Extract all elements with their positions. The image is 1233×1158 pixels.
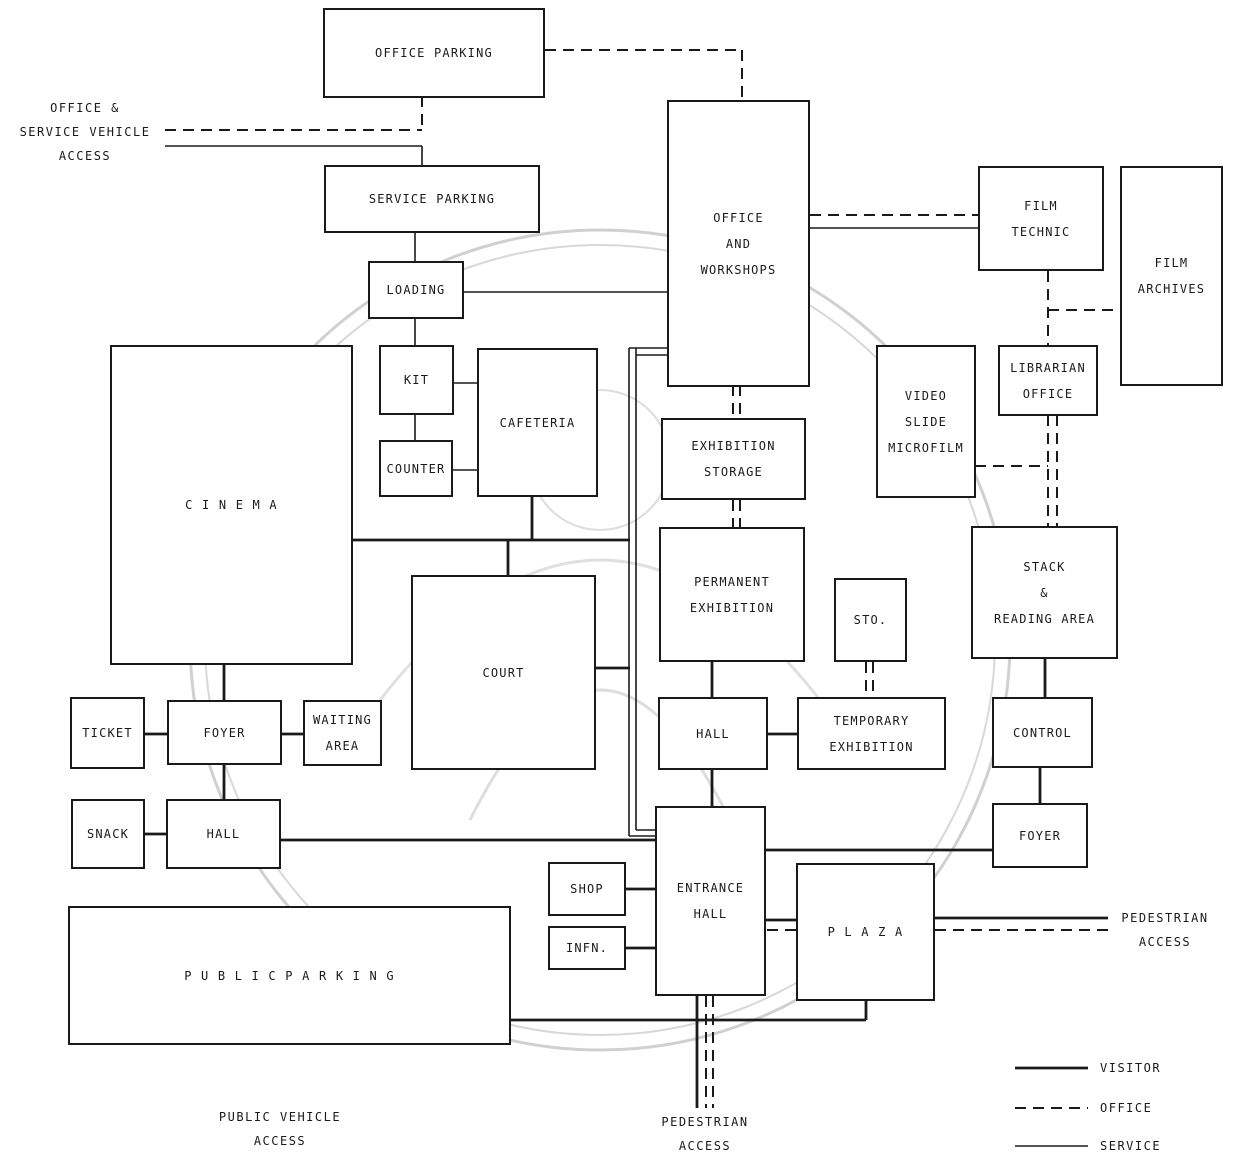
film-technic-label: FILM TECHNIC (1012, 193, 1071, 245)
office-parking-label: OFFICE PARKING (375, 40, 493, 66)
snack-box: SNACK (71, 799, 145, 869)
sto-label: STO. (854, 607, 888, 633)
court-label: COURT (482, 660, 524, 686)
counter-box: COUNTER (379, 440, 453, 497)
temporary-exhibition-label: TEMPORARY EXHIBITION (829, 708, 913, 760)
foyer-cinema-box: FOYER (167, 700, 282, 765)
cinema-box: C I N E M A (110, 345, 353, 665)
permanent-exhibition-box: PERMANENT EXHIBITION (659, 527, 805, 662)
pedestrian-access-right-label: PEDESTRIAN ACCESS (1100, 906, 1230, 954)
film-technic-box: FILM TECHNIC (978, 166, 1104, 271)
legend-visitor-label: VISITOR (1100, 1056, 1190, 1080)
kit-label: KIT (404, 367, 429, 393)
foyer-library-label: FOYER (1019, 823, 1061, 849)
entrance-hall-label: ENTRANCE HALL (677, 875, 744, 927)
ticket-label: TICKET (82, 720, 133, 746)
service-parking-box: SERVICE PARKING (324, 165, 540, 233)
plaza-label: P L A Z A (828, 919, 904, 945)
librarian-office-box: LIBRARIAN OFFICE (998, 345, 1098, 416)
snack-label: SNACK (87, 821, 129, 847)
exhibition-storage-label: EXHIBITION STORAGE (691, 433, 775, 485)
permanent-exhibition-label: PERMANENT EXHIBITION (690, 569, 774, 621)
office-workshops-box: OFFICE AND WORKSHOPS (667, 100, 810, 387)
librarian-office-label: LIBRARIAN OFFICE (1010, 355, 1086, 407)
sto-box: STO. (834, 578, 907, 662)
film-archives-label: FILM ARCHIVES (1138, 250, 1205, 302)
infn-label: INFN. (566, 935, 608, 961)
foyer-library-box: FOYER (992, 803, 1088, 868)
service-parking-label: SERVICE PARKING (369, 186, 495, 212)
cafeteria-label: CAFETERIA (500, 410, 576, 436)
hall-cinema-box: HALL (166, 799, 281, 869)
legend-office-label: OFFICE (1100, 1096, 1190, 1120)
loading-box: LOADING (368, 261, 464, 319)
kit-box: KIT (379, 345, 454, 415)
loading-label: LOADING (387, 277, 446, 303)
office-workshops-label: OFFICE AND WORKSHOPS (701, 205, 777, 283)
shop-label: SHOP (570, 876, 604, 902)
hall-exhibition-label: HALL (696, 721, 730, 747)
shop-box: SHOP (548, 862, 626, 916)
exhibition-storage-box: EXHIBITION STORAGE (661, 418, 806, 500)
counter-label: COUNTER (387, 456, 446, 482)
video-slide-label: VIDEO SLIDE MICROFILM (888, 383, 964, 461)
cinema-label: C I N E M A (185, 492, 278, 518)
waiting-area-label: WAITING AREA (313, 707, 372, 759)
court-box: COURT (411, 575, 596, 770)
plaza-box: P L A Z A (796, 863, 935, 1001)
public-parking-box: P U B L I C P A R K I N G (68, 906, 511, 1045)
film-archives-box: FILM ARCHIVES (1120, 166, 1223, 386)
stack-reading-box: STACK & READING AREA (971, 526, 1118, 659)
public-parking-label: P U B L I C P A R K I N G (184, 963, 395, 989)
entrance-hall-box: ENTRANCE HALL (655, 806, 766, 996)
pedestrian-access-bottom-label: PEDESTRIAN ACCESS (630, 1110, 780, 1158)
infn-box: INFN. (548, 926, 626, 970)
office-service-access-label: OFFICE & SERVICE VEHICLE ACCESS (0, 96, 170, 168)
office-parking-box: OFFICE PARKING (323, 8, 545, 98)
waiting-area-box: WAITING AREA (303, 700, 382, 766)
cafeteria-box: CAFETERIA (477, 348, 598, 497)
control-box: CONTROL (992, 697, 1093, 768)
public-vehicle-access-label: PUBLIC VEHICLE ACCESS (180, 1105, 380, 1153)
hall-cinema-label: HALL (207, 821, 241, 847)
hall-exhibition-box: HALL (658, 697, 768, 770)
control-label: CONTROL (1013, 720, 1072, 746)
foyer-cinema-label: FOYER (203, 720, 245, 746)
ticket-box: TICKET (70, 697, 145, 769)
legend-service-label: SERVICE (1100, 1134, 1190, 1158)
video-slide-box: VIDEO SLIDE MICROFILM (876, 345, 976, 498)
stack-reading-label: STACK & READING AREA (994, 554, 1095, 632)
temporary-exhibition-box: TEMPORARY EXHIBITION (797, 697, 946, 770)
